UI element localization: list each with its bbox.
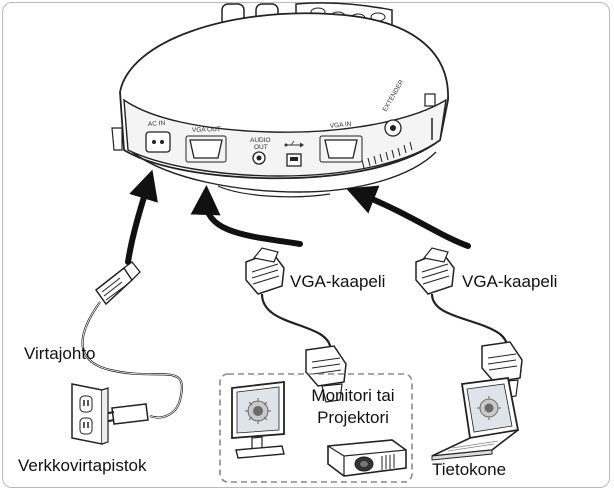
port-label-vga-in: VGA IN [329, 121, 352, 130]
projector-icon [327, 439, 407, 477]
vga-cable-right [415, 247, 523, 399]
wall-outlet [71, 383, 109, 445]
vga-cable-left-label: VGA-kaapeli [290, 272, 386, 291]
monitor-icon [231, 380, 285, 459]
document-camera: AC IN VGA OUT AUDIO OUT VGA IN EXTENDER [111, 2, 449, 198]
monitor-label-line1: Monitori tai [311, 386, 395, 405]
vga-cable-left [245, 247, 347, 403]
port-label-vga-out: VGA OUT [192, 126, 221, 134]
wall-outlet-label: Verkkovirtapistok [18, 456, 147, 475]
projector-label-line2: Projektori [317, 408, 389, 427]
display-group-box [219, 373, 413, 483]
vga-cable-right-label: VGA-kaapeli [462, 272, 558, 291]
usb-icon [284, 140, 304, 148]
port-label-audio-out-2: OUT [254, 144, 268, 151]
port-label-audio-out-1: AUDIO [250, 137, 271, 144]
power-cord [81, 261, 183, 425]
power-cord-label: Virtajohto [24, 344, 96, 363]
connection-arrows [125, 169, 471, 265]
computer-label: Tietokone [432, 460, 507, 479]
laptop-icon [431, 376, 520, 461]
port-label-ac-in: AC IN [148, 120, 166, 128]
